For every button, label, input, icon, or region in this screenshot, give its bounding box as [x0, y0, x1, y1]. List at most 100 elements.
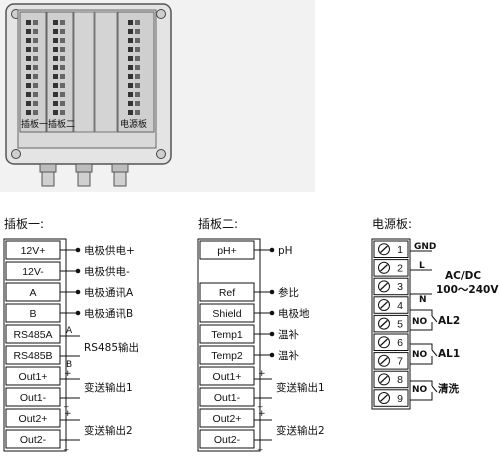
terminal-pin [135, 110, 140, 115]
terminal-pin [135, 83, 140, 88]
board1-terminal-label: B [29, 308, 36, 320]
terminal-pin [26, 20, 31, 25]
terminal-pin [128, 83, 133, 88]
board2-terminal-label: Out1+ [213, 371, 242, 383]
terminal-pin [128, 110, 133, 115]
terminal-dot [75, 247, 81, 253]
board1-out1-plus: + [64, 369, 72, 379]
power-terminal-number: 4 [397, 300, 403, 312]
terminal-pin [33, 74, 38, 79]
board1-terminal-label: 12V+ [21, 245, 46, 257]
board1-rs485-desc: RS485输出 [84, 341, 139, 354]
board-label-power: 电源板 [120, 118, 147, 130]
terminal-pin [53, 56, 58, 61]
terminal-pin [135, 65, 140, 70]
terminal-pin [26, 101, 31, 106]
cable-gland-icon [75, 163, 93, 187]
terminal-pin [26, 38, 31, 43]
terminal-pin [135, 92, 140, 97]
board1-terminal-desc: 电极通讯B [84, 307, 133, 320]
board1-terminal-label: RS485B [13, 350, 52, 362]
cable-gland-icon [111, 163, 129, 187]
board1-terminal-label: Out1- [20, 392, 47, 404]
terminal-pin [128, 101, 133, 106]
terminal-pin [135, 56, 140, 61]
terminal-pin [60, 20, 65, 25]
terminal-pin [60, 74, 65, 79]
enclosure-illustration: 插板一 插板二 电源板 [0, 0, 315, 192]
board1-terminal-label: A [29, 287, 36, 299]
power-terminal-number: 1 [397, 244, 403, 256]
terminal-dot [269, 331, 275, 337]
board2-out2-minus: _ [257, 441, 263, 451]
terminal-pin [26, 47, 31, 52]
terminal-pin [26, 65, 31, 70]
power-l-label: L [419, 261, 425, 271]
board1-terminal-box [5, 408, 61, 428]
terminal-pin [135, 74, 140, 79]
terminal-pin [128, 74, 133, 79]
terminal-pin [33, 65, 38, 70]
terminal-pin [53, 38, 58, 43]
board2-terminal-label: Out2+ [213, 413, 242, 425]
board1-terminal-desc: 电极通讯A [84, 286, 134, 299]
terminal-dot [269, 310, 275, 316]
power-no2-label: NO [412, 350, 428, 360]
terminal-pin [60, 29, 65, 34]
board1-rs485-b-mark: B [66, 360, 72, 370]
board2-terminal-label: Out1- [214, 392, 241, 404]
board-label-1: 插板一 [21, 118, 48, 130]
board2-out1-minus: _ [257, 398, 263, 408]
terminal-pin [128, 47, 133, 52]
terminal-pin [128, 92, 133, 97]
terminal-dot [75, 310, 81, 316]
terminal-pin [128, 29, 133, 34]
terminal-dot [269, 352, 275, 358]
board2-terminal-label: Ref [219, 287, 235, 299]
power-ac-line1: AC/DC [445, 270, 481, 282]
board2-out1-plus: + [258, 369, 266, 379]
terminal-pin [53, 29, 58, 34]
terminal-pin [135, 47, 140, 52]
power-title: 电源板: [372, 217, 412, 231]
board1-terminal-desc: 电极供电- [84, 265, 130, 278]
terminal-pin [135, 29, 140, 34]
terminal-pin [135, 20, 140, 25]
screw-icon [156, 149, 166, 159]
terminal-pin [33, 47, 38, 52]
power-clean-label: 清洗 [438, 382, 459, 395]
terminal-pin [26, 92, 31, 97]
board1-terminal-box [5, 345, 61, 365]
board2-terminal-box [199, 408, 255, 428]
board2-out2-plus: + [258, 409, 266, 419]
terminal-pin [33, 101, 38, 106]
board2-terminal-desc: 参比 [278, 286, 299, 299]
board1-terminal-label: Out2+ [19, 413, 48, 425]
terminal-dot [269, 247, 275, 253]
screw-icon [156, 9, 166, 19]
power-al2-label: AL2 [438, 315, 460, 327]
terminal-pin [26, 83, 31, 88]
terminal-pin [60, 92, 65, 97]
terminal-pin [53, 74, 58, 79]
terminal-pin [53, 83, 58, 88]
terminal-pin [33, 92, 38, 97]
board1-terminal-label: 12V- [22, 266, 44, 278]
board1-out2-plus: + [64, 409, 72, 419]
terminal-pin [53, 101, 58, 106]
terminal-pin [128, 65, 133, 70]
terminal-pin [60, 47, 65, 52]
board2-terminal-desc: 电极地 [278, 307, 310, 320]
board2-terminal-label: Temp2 [211, 350, 243, 362]
board2-title: 插板二: [198, 217, 238, 231]
slot-empty-2 [94, 11, 118, 133]
power-gnd-label: GND [414, 242, 436, 252]
terminal-pin [33, 29, 38, 34]
terminal-pin [60, 38, 65, 43]
screw-icon [11, 149, 21, 159]
board1-out2-desc: 变送输出2 [84, 424, 133, 437]
